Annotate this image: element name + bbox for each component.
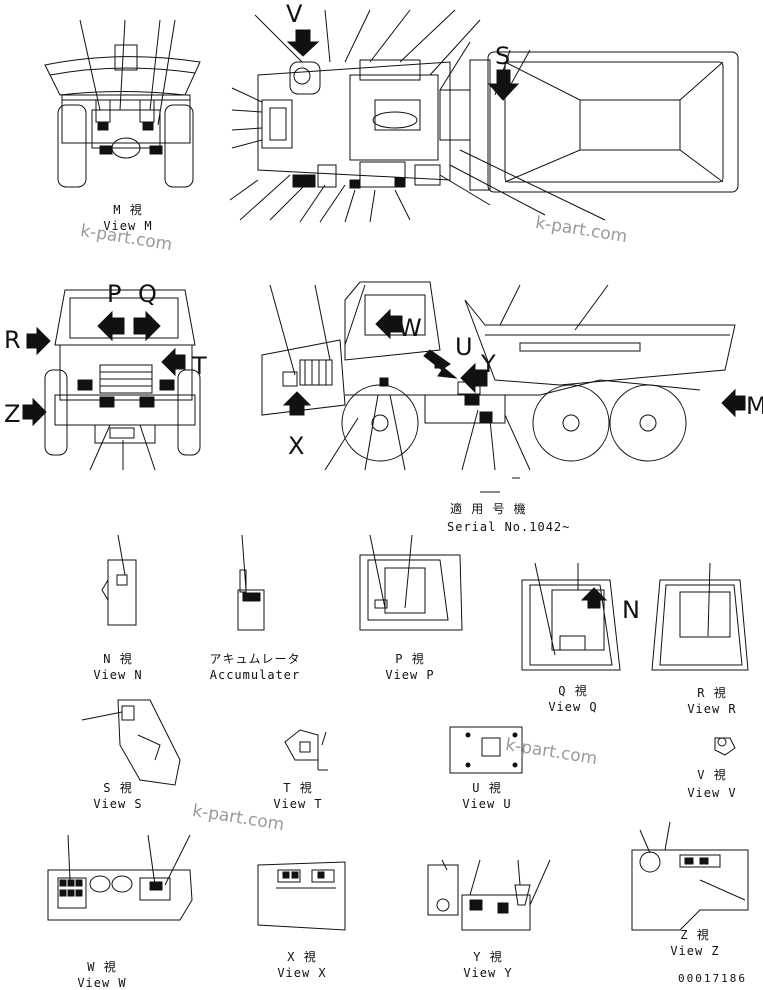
letter-u: U bbox=[455, 333, 473, 361]
view-u-drawing bbox=[449, 726, 523, 774]
view-u-caption-jp: U 視 bbox=[472, 781, 502, 795]
arrow-r-marker bbox=[26, 326, 51, 356]
arrow-p-marker bbox=[97, 310, 125, 342]
view-x-caption-jp: X 視 bbox=[287, 950, 317, 964]
letter-z: Z bbox=[4, 400, 21, 428]
view-s-caption-jp: S 視 bbox=[103, 781, 133, 795]
view-w-caption-jp: W 視 bbox=[87, 960, 117, 974]
view-n-caption-en: View N bbox=[93, 668, 143, 682]
letter-y: Y bbox=[481, 350, 496, 378]
view-r-caption-jp: R 視 bbox=[697, 686, 727, 700]
arrow-q-marker bbox=[133, 310, 161, 342]
view-p-caption-jp: P 視 bbox=[395, 652, 425, 666]
view-v-drawing bbox=[714, 737, 736, 756]
front-view-drawing bbox=[44, 289, 201, 471]
letter-s: S bbox=[495, 42, 511, 70]
view-p-caption-en: View P bbox=[385, 668, 435, 682]
letter-q: Q bbox=[138, 280, 157, 308]
view-z-caption-en: View Z bbox=[670, 944, 720, 958]
view-s-caption-en: View S bbox=[93, 797, 143, 811]
letter-n: N bbox=[622, 596, 640, 624]
letter-t: T bbox=[192, 352, 207, 380]
accumulator-caption-jp: アキュムレータ bbox=[209, 652, 301, 666]
view-w-caption-en: View W bbox=[77, 976, 127, 990]
view-w-drawing bbox=[47, 834, 193, 921]
serial-label-en: Serial No.1042~ bbox=[447, 520, 571, 534]
serial-label-jp: 適 用 号 機 bbox=[450, 502, 527, 516]
accumulator-caption-en: Accumulater bbox=[209, 668, 301, 682]
letter-x: X bbox=[288, 432, 305, 460]
view-m-caption-en: View M bbox=[103, 219, 153, 233]
arrow-u-marker bbox=[423, 349, 458, 379]
view-y-caption-jp: Y 視 bbox=[473, 950, 503, 964]
accumulator-drawing bbox=[237, 534, 265, 631]
arrow-x-marker bbox=[282, 391, 312, 416]
view-x-caption-en: View X bbox=[277, 966, 327, 980]
view-q-caption-jp: Q 視 bbox=[558, 684, 588, 698]
arrow-t-marker bbox=[161, 347, 186, 377]
view-u-caption-en: View U bbox=[462, 797, 512, 811]
view-z-drawing bbox=[631, 821, 749, 931]
view-m-caption-jp: M 視 bbox=[113, 203, 143, 217]
view-y-drawing bbox=[427, 859, 551, 931]
view-q-caption-en: View Q bbox=[548, 700, 598, 714]
view-p-drawing bbox=[359, 534, 463, 631]
top-view-drawing bbox=[229, 9, 739, 223]
view-s-drawing bbox=[81, 699, 181, 786]
letter-m: M bbox=[746, 392, 763, 420]
arrow-m-marker bbox=[721, 388, 746, 418]
letter-v: V bbox=[286, 0, 303, 28]
view-t-caption-jp: T 視 bbox=[283, 781, 313, 795]
view-n-drawing bbox=[101, 534, 137, 626]
arrow-y-marker bbox=[460, 362, 488, 394]
part-number: 00017186 bbox=[678, 972, 747, 985]
view-m-drawing bbox=[44, 19, 201, 188]
view-x-drawing bbox=[257, 861, 346, 931]
view-y-caption-en: View Y bbox=[463, 966, 513, 980]
view-r-drawing bbox=[651, 562, 749, 671]
view-t-caption-en: View T bbox=[273, 797, 323, 811]
view-q-drawing bbox=[521, 562, 621, 671]
view-v-caption-en: View V bbox=[687, 786, 737, 800]
view-r-caption-en: View R bbox=[687, 702, 737, 716]
arrow-v-marker bbox=[286, 29, 320, 57]
arrow-z-marker bbox=[22, 397, 47, 427]
arrow-s-marker bbox=[487, 69, 520, 101]
view-t-drawing bbox=[284, 729, 328, 771]
arrow-w-marker bbox=[375, 308, 403, 340]
letter-r: R bbox=[4, 326, 21, 354]
side-view-drawing bbox=[261, 281, 736, 493]
view-v-caption-jp: V 視 bbox=[697, 768, 727, 782]
letter-p: P bbox=[107, 280, 122, 308]
view-z-caption-jp: Z 視 bbox=[680, 928, 710, 942]
letter-w: W bbox=[398, 314, 422, 342]
view-n-caption-jp: N 視 bbox=[103, 652, 133, 666]
